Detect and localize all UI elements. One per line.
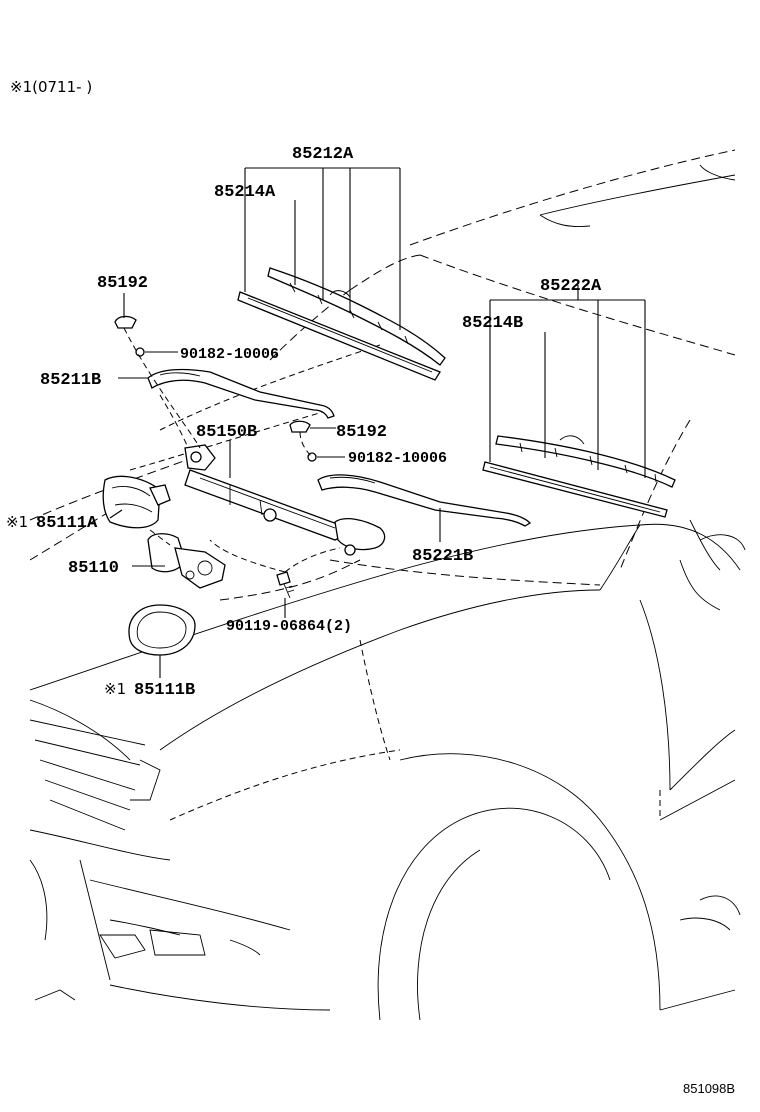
pivot-cap-top xyxy=(114,315,137,329)
label-85150B: 85150B xyxy=(196,423,257,442)
label-85221B: 85221B xyxy=(412,547,473,566)
label-85192-top: 85192 xyxy=(97,274,148,293)
wiper-link-assembly xyxy=(184,444,386,556)
label-90182-mid: 90182-10006 xyxy=(348,450,447,467)
diagram-code: 851098B xyxy=(683,1081,735,1096)
label-85111B: 85111B xyxy=(134,681,195,700)
motor-seal-b xyxy=(128,604,196,656)
label-85192-mid: 85192 xyxy=(336,423,387,442)
left-wiper-arm xyxy=(147,368,335,419)
label-85211B: 85211B xyxy=(40,371,101,390)
applicability-note: ※1(0711- ) xyxy=(10,78,92,96)
marker-85111B: ※1 xyxy=(104,680,126,698)
label-85110: 85110 xyxy=(68,559,119,578)
label-90182-top: 90182-10006 xyxy=(180,346,279,363)
label-85214B: 85214B xyxy=(462,314,523,333)
left-wiper-blade-assembly xyxy=(237,267,446,381)
bolt xyxy=(276,571,295,599)
wiper-motor xyxy=(147,533,226,589)
pivot-cap-mid xyxy=(289,420,311,433)
motor-cover-a xyxy=(102,475,171,529)
marker-85111A: ※1 xyxy=(6,513,28,531)
label-85214A: 85214A xyxy=(214,183,276,202)
label-90119: 90119-06864(2) xyxy=(226,618,352,635)
right-wiper-arm xyxy=(317,474,532,527)
label-85222A: 85222A xyxy=(540,277,602,296)
right-wiper-blade-assembly xyxy=(482,435,676,518)
vehicle-body-outline xyxy=(29,149,746,1021)
leader-lines xyxy=(109,167,646,678)
label-85111A: 85111A xyxy=(36,514,98,533)
nut-top xyxy=(135,347,145,357)
label-85212A: 85212A xyxy=(292,145,354,164)
